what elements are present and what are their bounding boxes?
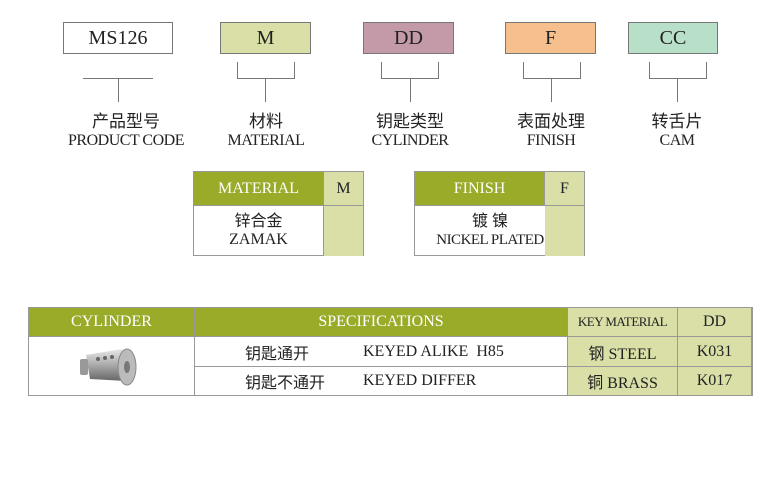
key-material: 钢 STEEL <box>568 337 678 367</box>
code-value: M <box>256 26 275 49</box>
material-header: MATERIAL <box>194 172 324 206</box>
material-blank <box>324 206 364 256</box>
finish-en: NICKEL PLATED <box>436 232 544 248</box>
label-en: MATERIAL <box>227 132 305 149</box>
code-value: F <box>544 26 557 49</box>
code-box-product: MS126 <box>63 22 173 54</box>
spec-cn: 钥匙通开 <box>245 345 310 363</box>
label-cn: 表面处理 <box>517 112 585 131</box>
material-cn: 锌合金 <box>234 213 283 230</box>
header-dd: DD <box>678 308 752 337</box>
label-en: PRODUCT CODE <box>68 132 184 149</box>
table-row-keyed-differ: 钥匙不通开 KEYED DIFFER <box>195 367 568 395</box>
label-en: CYLINDER <box>371 132 449 149</box>
spec-cn: 钥匙不通开 <box>245 375 326 392</box>
finish-blank <box>545 206 585 256</box>
finish-code: F <box>545 172 585 206</box>
cylinder-image <box>29 337 195 395</box>
code-box-cam: CC <box>628 22 718 54</box>
finish-cn: 镀 镍 <box>471 213 508 230</box>
finish-value: 镀 镍 NICKEL PLATED <box>415 206 565 256</box>
dd-code: K017 <box>678 367 752 395</box>
label-en: FINISH <box>526 132 576 149</box>
label-cn: 产品型号 <box>92 112 160 131</box>
cylinder-lock-icon <box>79 348 136 386</box>
dd-code: K031 <box>678 337 752 367</box>
header-cylinder: CYLINDER <box>29 308 195 337</box>
code-value: CC <box>659 26 687 49</box>
label-cn: 钥匙类型 <box>376 112 444 131</box>
code-value: DD <box>394 26 423 49</box>
code-box-finish: F <box>505 22 596 54</box>
code-box-cylinder: DD <box>363 22 454 54</box>
material-en: ZAMAK <box>229 231 288 248</box>
code-box-material: M <box>220 22 311 54</box>
label-cn: 转舌片 <box>651 112 703 131</box>
table-row-keyed-alike: 钥匙通开 KEYED ALIKE H85 <box>195 337 568 367</box>
header-key-material: KEY MATERIAL <box>568 308 678 337</box>
cylinder-table: CYLINDER SPECIFICATIONS KEY MATERIAL DD … <box>28 307 753 396</box>
key-material: 铜 BRASS <box>568 367 678 395</box>
spec-en: KEYED DIFFER <box>363 372 477 389</box>
material-code: M <box>324 172 364 206</box>
finish-table: FINISH F 镀 镍 NICKEL PLATED <box>414 171 585 256</box>
header-specifications: SPECIFICATIONS <box>195 308 568 337</box>
label-en: CAM <box>659 132 695 149</box>
finish-header: FINISH <box>415 172 545 206</box>
spec-en: KEYED ALIKE H85 <box>363 342 504 360</box>
code-value: MS126 <box>88 26 148 49</box>
label-cn: 材料 <box>249 112 283 131</box>
